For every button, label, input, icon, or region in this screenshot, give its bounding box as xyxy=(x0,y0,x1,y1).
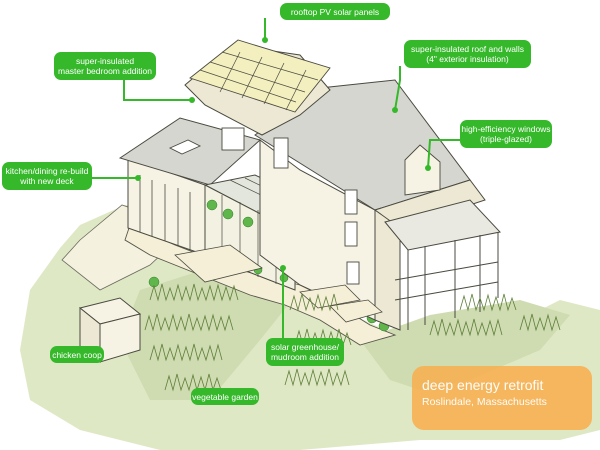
label-solar-panels: rooftop PV solar panels xyxy=(280,3,390,20)
steps xyxy=(174,244,383,323)
label-windows: high-efficiency windows (triple-glazed) xyxy=(460,120,552,148)
title-location: Roslindale, Massachusetts xyxy=(422,396,547,408)
porch-posts xyxy=(394,232,499,330)
title-main: deep energy retrofit xyxy=(422,377,544,393)
title-box: deep energy retrofit Roslindale, Massach… xyxy=(412,366,592,430)
dormer xyxy=(404,144,441,196)
kitchen-windows xyxy=(139,175,191,250)
porch-roof xyxy=(384,199,501,251)
label-roof-walls: super-insulated roof and walls (4" exter… xyxy=(404,40,531,68)
leader-dots xyxy=(135,37,431,271)
vegetable-rows xyxy=(144,283,561,392)
skylight xyxy=(168,139,202,155)
label-vegetable-garden: vegetable garden xyxy=(191,388,259,405)
label-kitchen: kitchen/dining re-build with new deck xyxy=(2,162,92,190)
label-chicken-coop: chicken coop xyxy=(50,346,104,363)
solar-grid xyxy=(199,51,319,111)
solar-array xyxy=(189,39,331,113)
garden-beds-2 xyxy=(360,300,570,390)
leader-lines xyxy=(90,18,470,340)
label-greenhouse: solar greenhouse/ mudroom addition xyxy=(266,338,344,366)
label-master-bedroom: super-insulated master bedroom addition xyxy=(54,52,156,80)
